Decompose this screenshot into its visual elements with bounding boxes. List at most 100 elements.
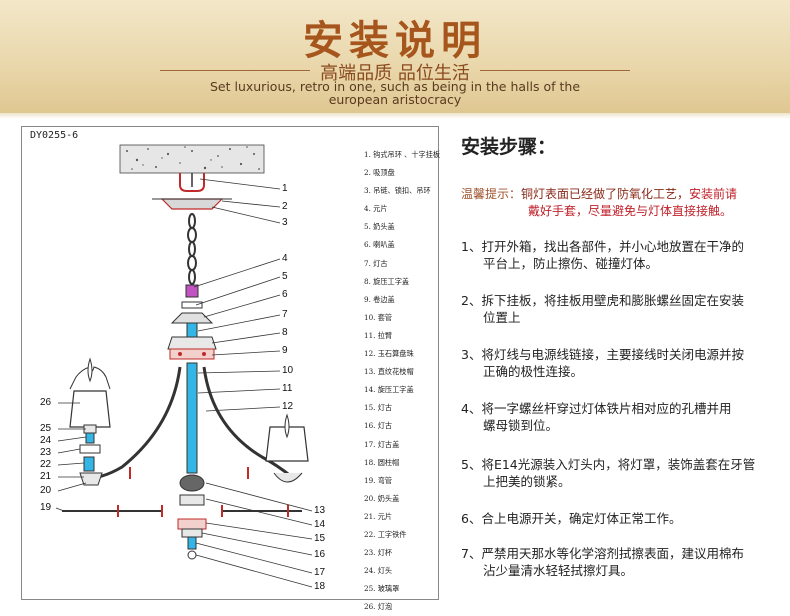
callout-20: 20 (40, 485, 52, 496)
left-shade (69, 390, 111, 428)
part-item: 13. 直纹花枝帽 (364, 367, 414, 377)
english-tagline-line2: european aristocracy (328, 92, 462, 107)
callout-24: 24 (40, 435, 52, 446)
step-line: 平台上，防止擦伤、碰撞灯体。 (483, 256, 659, 271)
step-line: 5、将E14光源装入灯头内，将灯罩，装饰盖套在牙管 (461, 457, 756, 472)
step-item: 3、将灯线与电源线链接，主要接线时关闭电源并按 正确的极性连接。 (461, 346, 781, 380)
callout-14: 14 (314, 519, 326, 530)
step-item: 6、合上电源开关，确定灯体正常工作。 (461, 510, 781, 527)
callout-21: 21 (40, 471, 52, 482)
ceiling-mount (119, 144, 265, 174)
warm-tip: 温馨提示：铜灯表面已经做了防氧化工艺，安装前请 戴好手套，尽量避免与灯体直接接触… (461, 186, 781, 220)
part-item: 14. 旋压工字盖 (364, 385, 414, 395)
callout-8: 8 (282, 327, 288, 338)
left-leader-lines (55, 402, 87, 512)
tip-label: 温馨提示： (461, 187, 522, 201)
part-item: 5. 奶头盖 (364, 222, 395, 232)
step-line: 沾少量清水轻轻拭擦灯具。 (483, 563, 634, 578)
part-item: 9. 卷边盖 (364, 294, 395, 304)
part-item: 22. 工字铁件 (364, 529, 407, 539)
part-item: 18. 圆柱帽 (364, 457, 400, 467)
part-item: 10. 套管 (364, 312, 393, 322)
chain (187, 213, 197, 285)
body-cup (169, 348, 215, 360)
step-line: 位置上 (483, 310, 521, 325)
divider-right (480, 70, 630, 71)
right-shade (265, 426, 309, 462)
step-line: 螺母锁到位。 (483, 418, 559, 433)
step-line: 2、拆下挂板，将挂板用壁虎和膨胀螺丝固定在安装 (461, 293, 744, 308)
callout-25: 25 (40, 423, 52, 434)
page-title: 安装说明 (303, 17, 487, 64)
step-item: 1、打开外箱，找出各部件，并小心地放置在干净的 平台上，防止擦伤、碰撞灯体。 (461, 238, 781, 272)
callout-9: 9 (282, 345, 288, 356)
callout-2: 2 (282, 201, 288, 212)
english-tagline-line1: Set luxurious, retro in one, such as bei… (209, 79, 581, 94)
callout-19: 19 (40, 502, 52, 513)
step-line: 7、严禁用天那水等化学溶剂拭擦表面，建议用棉布 (461, 546, 744, 561)
part-item: 6. 喇叭盖 (364, 240, 395, 250)
callout-17: 17 (314, 567, 326, 578)
callout-22: 22 (40, 459, 52, 470)
part-item: 7. 灯古 (364, 258, 388, 268)
part-item: 4. 元片 (364, 204, 388, 214)
step-line: 1、打开外箱，找出各部件，并小心地放置在干净的 (461, 239, 744, 254)
callout-7: 7 (282, 309, 288, 320)
model-code: DY0255-6 (30, 130, 79, 141)
page-subtitle: 高端品质 品位生活 (320, 63, 470, 84)
step-line: 正确的极性连接。 (483, 364, 584, 379)
lamp-diagram: DY0255-6 (21, 126, 440, 611)
callout-13: 13 (314, 505, 326, 516)
bottom-cup (177, 518, 207, 530)
callout-6: 6 (282, 289, 288, 300)
tip-warning-line2: 戴好手套，尽量避免与灯体直接接触。 (528, 204, 733, 218)
steps-title: 安装步骤： (461, 136, 557, 158)
trumpet-cover (170, 312, 214, 324)
callout-18: 18 (314, 581, 326, 592)
step-item: 7、严禁用天那水等化学溶剂拭擦表面，建议用棉布 沾少量清水轻轻拭擦灯具。 (461, 545, 781, 579)
divider-left (160, 70, 310, 71)
tip-warning: 安装前请 (689, 187, 738, 201)
right-arm (202, 366, 293, 479)
part-item: 26. 灯泡 (364, 602, 393, 612)
part-item: 19. 弯管 (364, 475, 393, 485)
callout-5: 5 (282, 271, 288, 282)
callout-26: 26 (40, 397, 52, 408)
banner-fade (0, 113, 790, 119)
callout-3: 3 (282, 217, 288, 228)
part-item: 2. 吸顶盘 (364, 168, 395, 178)
left-bulb (87, 357, 93, 383)
callout-10: 10 (282, 365, 294, 376)
step-line: 3、将灯线与电源线链接，主要接线时关闭电源并按 (461, 347, 744, 362)
right-bulb (284, 413, 290, 439)
right-leader-lines (193, 178, 313, 588)
part-item: 3. 吊链、锁扣、吊环 (364, 186, 431, 196)
parts-list: 1. 钩式吊环 、十字挂板 2. 吸顶盘 3. 吊链、锁扣、吊环 4. 元片 5… (364, 146, 444, 616)
bottom-finial (187, 550, 197, 560)
callout-11: 11 (282, 383, 293, 394)
callout-16: 16 (314, 549, 326, 560)
step-item: 2、拆下挂板，将挂板用壁虎和膨胀螺丝固定在安装 位置上 (461, 292, 781, 326)
callout-4: 4 (282, 253, 288, 264)
callout-1: 1 (282, 183, 288, 194)
hanging-hook (179, 173, 205, 192)
part-item: 17. 灯古盖 (364, 439, 400, 449)
part-item: 21. 元片 (364, 511, 393, 521)
callout-12: 12 (282, 401, 294, 412)
part-item: 15. 灯古 (364, 403, 393, 413)
callout-15: 15 (314, 533, 326, 544)
jade-bead (179, 474, 205, 492)
step-line: 6、合上电源开关，确定灯体正常工作。 (461, 511, 682, 526)
english-tagline: Set luxurious, retro in one, such as bei… (0, 80, 790, 106)
part-item: 24. 灯头 (364, 566, 393, 576)
part-item: 8. 旋压工字盖 (364, 276, 410, 286)
step-item: 5、将E14光源装入灯头内，将灯罩，装饰盖套在牙管 上把美的锁紧。 (461, 456, 781, 490)
upper-tube (186, 322, 198, 338)
chain-lock (185, 284, 199, 298)
chandelier-drawing (55, 144, 313, 588)
step-line: 4、将一字螺丝杆穿过灯体铁片相对应的孔槽并用 (461, 401, 732, 416)
callout-23: 23 (40, 447, 52, 458)
tip-text: 铜灯表面已经做了防氧化工艺， (521, 187, 690, 201)
step-item: 4、将一字螺丝杆穿过灯体铁片相对应的孔槽并用 螺母锁到位。 (461, 400, 781, 434)
step-line: 上把美的锁紧。 (483, 474, 571, 489)
